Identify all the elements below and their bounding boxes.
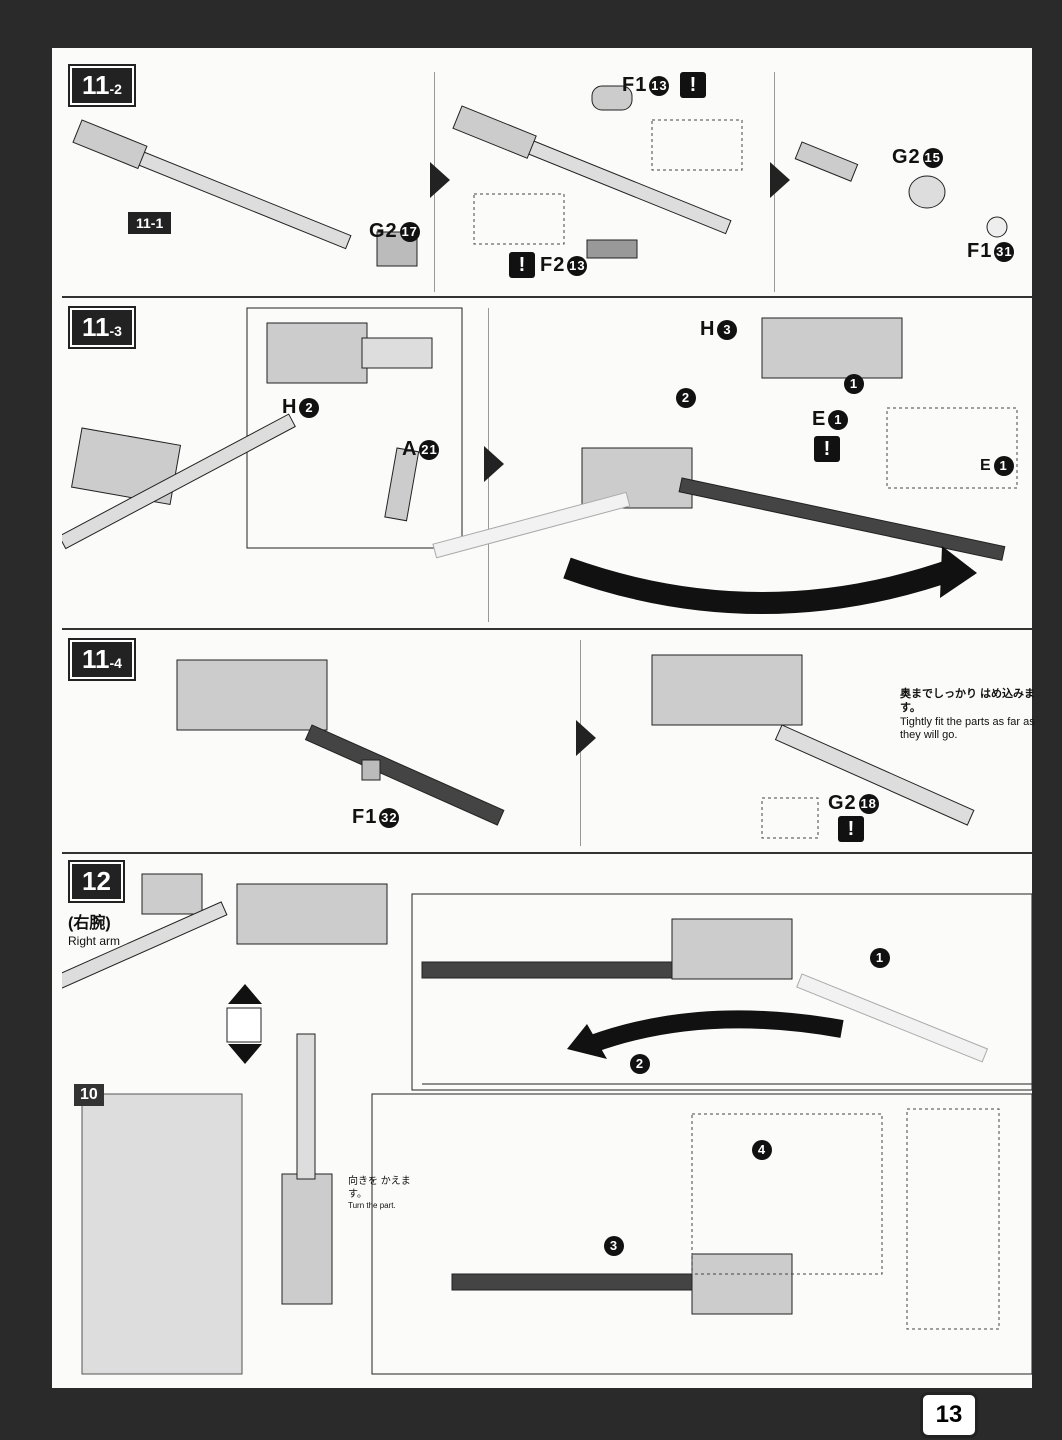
order-1-icon: 1 — [868, 946, 890, 969]
right-arm-jp: (右腕) — [68, 915, 111, 932]
order-3-icon: 3 — [602, 1234, 624, 1257]
caution-icon: ! — [680, 72, 706, 98]
step-label-11-3: 11-3 — [70, 308, 134, 347]
final-assembly-illustration — [62, 873, 1032, 1375]
order-2-icon: 2 — [628, 1052, 650, 1075]
fit-note-jp: 奥までしっかり はめ込みます。 — [900, 688, 1036, 714]
caution-icon: ! — [509, 252, 535, 278]
turn-note-jp: 向きを かえます。 — [348, 1176, 411, 1200]
next-arrow-icon — [484, 446, 504, 482]
right-arm-en: Right arm — [68, 934, 121, 948]
install-illustration — [176, 654, 975, 839]
order-1-icon: 1 — [842, 372, 864, 395]
order-4-icon: 4 — [750, 1138, 772, 1161]
page-number: 13 — [920, 1392, 978, 1438]
ref-label-10: 10 — [74, 1084, 104, 1106]
fit-note: 奥までしっかり はめ込みます。 Tightly fit the parts as… — [900, 688, 1040, 743]
order-2-icon: 2 — [674, 386, 696, 409]
ref-label-11-1: 11-1 — [128, 212, 172, 234]
section-12: 12 10 (右腕) Right arm — [62, 854, 1032, 1380]
next-arrow-icon — [576, 720, 596, 756]
next-arrow-icon — [430, 162, 450, 198]
next-arrow-icon — [770, 162, 790, 198]
right-arm-note: (右腕) Right arm — [68, 914, 120, 949]
turn-note: 向きを かえます。 Turn the part. — [348, 1176, 418, 1211]
caution-icon: ! — [838, 816, 864, 842]
caution-icon: ! — [814, 436, 840, 462]
turn-note-en: Turn the part. — [348, 1201, 396, 1210]
fit-note-en: Tightly fit the parts as far as they wil… — [900, 715, 1035, 742]
step-label-11-2: 11-2 — [70, 66, 134, 105]
step-label-11-4: 11-4 — [70, 640, 134, 679]
assembly-illustration — [62, 307, 1018, 614]
step-label-12: 12 — [70, 862, 123, 901]
